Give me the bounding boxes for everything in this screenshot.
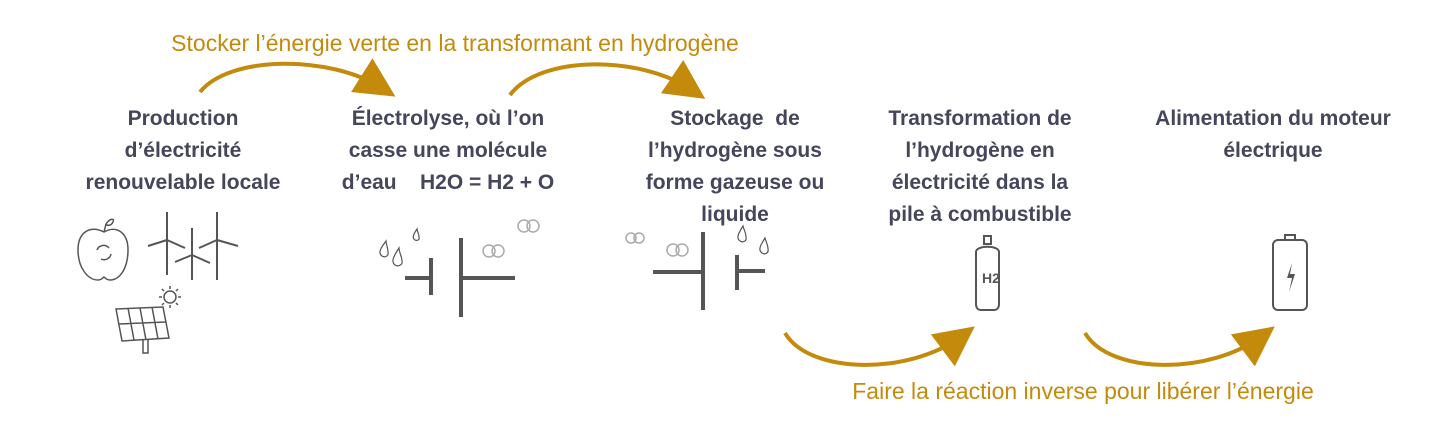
bottom-caption: Faire la réaction inverse pour libérer l…	[852, 378, 1314, 404]
step-line: renouvelable locale	[85, 171, 281, 194]
arrow-top-1	[198, 58, 396, 97]
step-line: Électrolyse, où l’on	[351, 107, 545, 130]
step-transformation: Transformation de l’hydrogène en électri…	[888, 103, 1071, 231]
hydrogen-bottle-icon	[975, 235, 1000, 311]
step-line: Stockage de	[670, 107, 800, 130]
arrow-bottom-1	[783, 326, 975, 367]
electrolysis-icon	[379, 219, 540, 317]
solar-panel-icon	[115, 286, 181, 354]
arrow-bottom-2	[1083, 326, 1275, 367]
step-stockage: Stockage de l’hydrogène sous forme gazeu…	[646, 103, 825, 231]
step-line: Alimentation du moteur	[1155, 107, 1391, 130]
step-line: électrique	[1223, 139, 1323, 162]
step-line: d’électricité	[124, 139, 242, 162]
step-alimentation: Alimentation du moteur électrique	[1155, 103, 1391, 167]
step-electrolyse: Électrolyse, où l’on casse une molécule …	[342, 103, 554, 199]
step-line: Transformation de	[888, 107, 1072, 130]
top-caption: Stocker l’énergie verte en la transforma…	[171, 30, 739, 56]
battery-icon	[1272, 234, 1308, 311]
step-line: l’hydrogène en	[905, 139, 1055, 162]
step-line: Production	[127, 107, 239, 130]
step-line: électricité dans la	[891, 171, 1069, 194]
step-line: d’eau H2O = H2 + O	[341, 171, 555, 194]
step-line: pile à combustible	[888, 203, 1072, 226]
h2-label: H2	[982, 270, 1000, 286]
step-line: liquide	[701, 203, 769, 226]
arrow-top-2	[508, 60, 706, 99]
step-line: l’hydrogène sous	[648, 139, 822, 162]
step-production: Production d’électricité renouvelable lo…	[86, 103, 281, 199]
step-line: casse une molécule	[348, 139, 548, 162]
step-line: forme gazeuse ou	[645, 171, 825, 194]
storage-icon	[625, 224, 769, 310]
wind-turbines-icon	[147, 212, 239, 280]
apple-recycle-icon	[77, 218, 129, 281]
